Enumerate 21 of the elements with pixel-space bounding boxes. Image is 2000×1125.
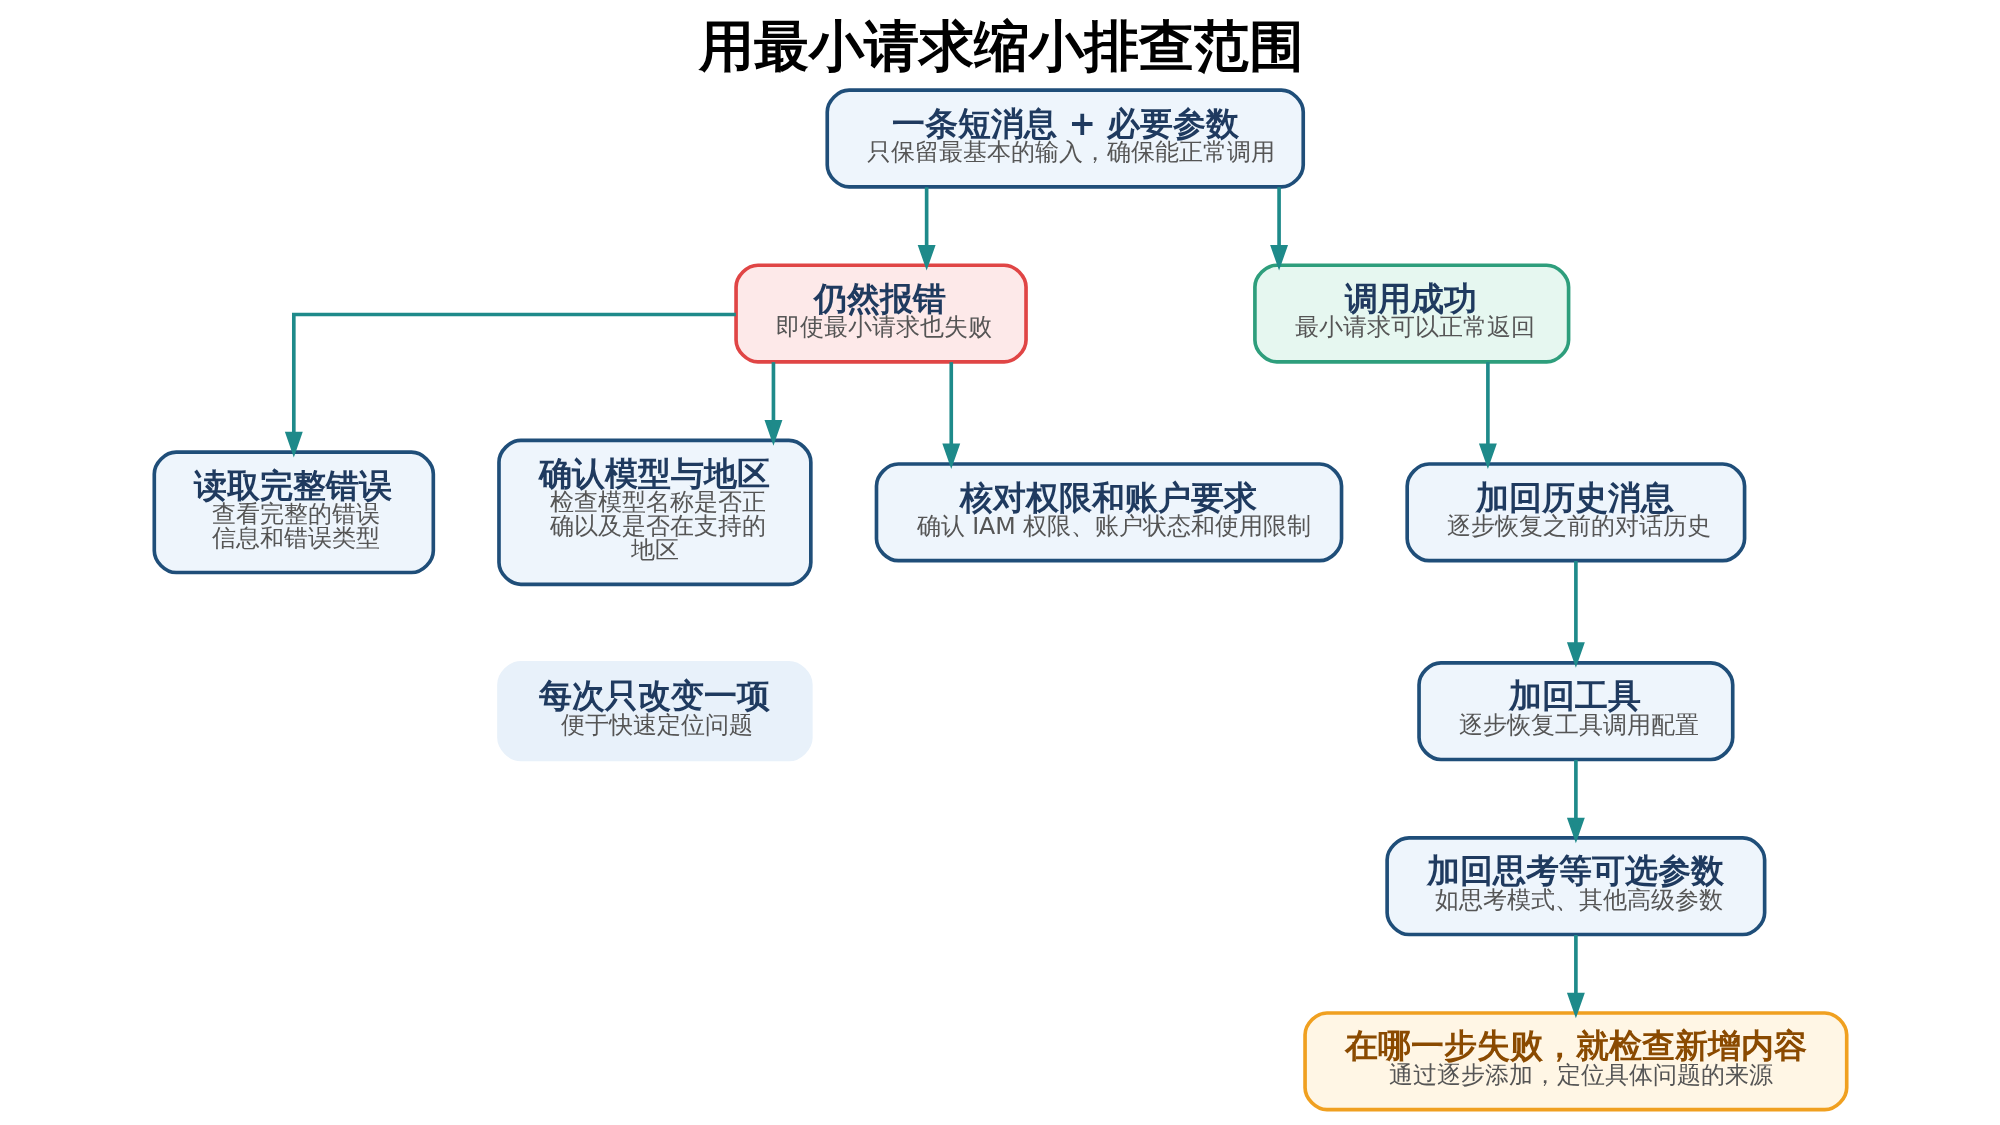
arrow xyxy=(1478,362,1497,470)
node-box: 确认模型与地区 检查模型名称是否正确以及是否在支持的地区 xyxy=(496,438,813,587)
node-box: 一条短消息 + 必要参数 只保留最基本的输入，确保能正常调用 xyxy=(824,88,1305,189)
node-box: 调用成功 最小请求可以正常返回 xyxy=(1252,263,1570,364)
node-box: 加回历史消息 逐步恢复之前的对话历史 xyxy=(1404,462,1746,563)
arrow xyxy=(1566,935,1585,1019)
node-box: 核对权限和账户要求 确认 IAM 权限、账户状态和使用限制 xyxy=(874,462,1343,563)
arrow xyxy=(284,312,736,458)
arrow xyxy=(1566,759,1585,844)
arrow xyxy=(917,187,936,271)
arrow xyxy=(1269,187,1288,271)
diagram-title: 用最小请求缩小排查范围 xyxy=(698,13,1304,78)
node-box: 每次只改变一项 便于快速定位问题 xyxy=(496,660,813,762)
arrow xyxy=(764,362,782,446)
node-box: 加回思考等可选参数 如思考模式、其他高级参数 xyxy=(1384,836,1766,937)
node-box: 仍然报错 即使最小请求也失败 xyxy=(733,263,1028,364)
arrow xyxy=(1566,560,1585,668)
node-box: 读取完整错误 查看完整的错误信息和错误类型 xyxy=(151,450,435,575)
arrow xyxy=(941,362,960,470)
node-box: 加回工具 逐步恢复工具调用配置 xyxy=(1416,660,1735,762)
node-box: 在哪一步失败，就检查新增内容 通过逐步添加，定位具体问题的来源 xyxy=(1302,1011,1849,1112)
